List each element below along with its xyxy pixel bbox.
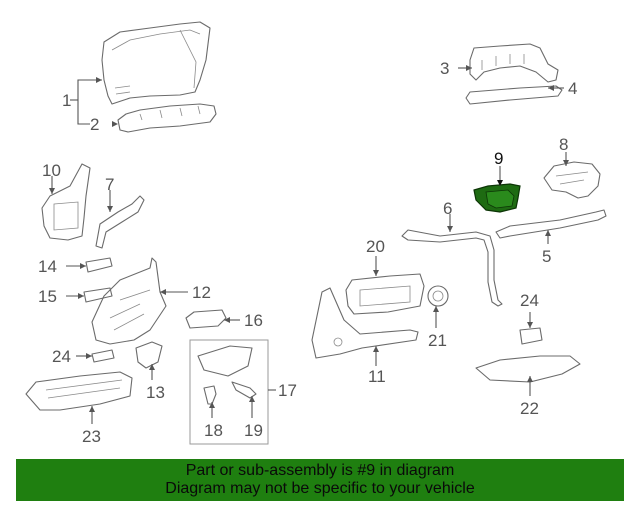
callout-3: 3 [440, 59, 449, 78]
callout-labels: 1 2 3 4 5 6 7 8 9 10 11 12 13 14 15 16 1… [38, 59, 577, 446]
callout-15: 15 [38, 287, 57, 306]
callout-22: 22 [520, 399, 539, 418]
banner-line-1: Part or sub-assembly is #9 in diagram [185, 462, 455, 479]
callout-9: 9 [494, 149, 503, 168]
callout-14: 14 [38, 257, 57, 276]
callout-24-left: 24 [52, 347, 71, 366]
part-24-clip-left [91, 349, 115, 363]
callout-10: 10 [42, 161, 61, 180]
callout-20: 20 [366, 237, 385, 256]
callout-17: 17 [278, 381, 297, 400]
part-22-tray [475, 355, 581, 383]
callout-7: 7 [105, 175, 114, 194]
part-3-upper-panel [469, 43, 559, 83]
callout-11: 11 [368, 367, 386, 386]
banner-line-2: Diagram may not be specific to your vehi… [165, 480, 475, 497]
callout-1: 1 [62, 91, 71, 110]
callout-2: 2 [90, 115, 99, 134]
part-1-cluster-hood [101, 21, 211, 105]
callout-23: 23 [82, 427, 101, 446]
part-7-curved-strip [95, 195, 145, 249]
part-16-bracket [185, 309, 227, 329]
callout-13: 13 [146, 383, 165, 402]
group-box-17 [189, 339, 269, 445]
part-4-trim-strip [465, 85, 563, 105]
part-5-trim-rod [495, 209, 607, 239]
callout-4: 4 [568, 79, 577, 98]
part-6-duct [401, 229, 503, 307]
part-8-bracket [543, 161, 601, 199]
part-10-side-panel [41, 163, 91, 241]
part-20-display [345, 273, 425, 315]
callout-8: 8 [559, 135, 568, 154]
part-12-lower-console [91, 257, 167, 345]
part-9-highlighted [473, 183, 521, 213]
part-11-lower-panel [311, 287, 419, 359]
leader-lines [51, 67, 567, 424]
leader-arrowheads [49, 65, 569, 412]
part-14-block [85, 257, 113, 273]
part-13-bracket [135, 341, 163, 369]
part-24-clip-right [519, 327, 543, 345]
callout-6: 6 [443, 199, 452, 218]
callout-18: 18 [204, 421, 223, 440]
info-banner: Part or sub-assembly is #9 in diagram Di… [16, 459, 624, 501]
callout-24-right: 24 [520, 291, 539, 310]
callout-19: 19 [244, 421, 263, 440]
callout-12: 12 [192, 283, 211, 302]
part-23-tray [25, 371, 133, 411]
callout-5: 5 [542, 247, 551, 266]
callout-21: 21 [428, 331, 447, 350]
callout-16: 16 [244, 311, 263, 330]
part-2-cluster-trim [117, 103, 217, 133]
part-15-block [83, 287, 113, 303]
part-21-knob [427, 285, 449, 307]
